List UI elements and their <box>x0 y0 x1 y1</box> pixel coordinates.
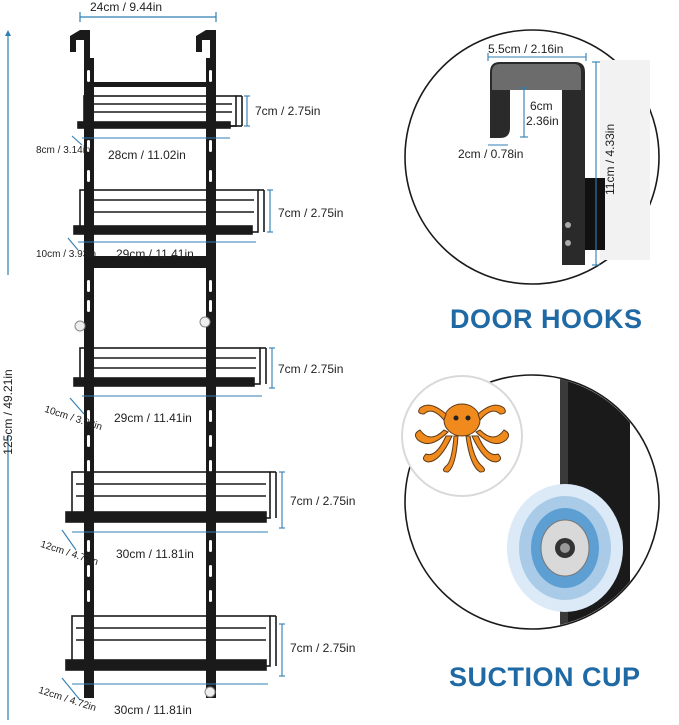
basket-1-width-label: 28cm / 11.02in <box>108 148 186 162</box>
basket-1 <box>77 95 243 129</box>
basket-2 <box>73 189 265 235</box>
total-height-dimension-line <box>5 30 11 720</box>
basket-1-depth-label: 8cm / 3.14in <box>36 145 91 156</box>
hook-total-height-label: 11cm / 4.33in <box>603 123 617 195</box>
top-width-label: 24cm / 9.44in <box>90 0 163 14</box>
suction-cup-caption: SUCTION CUP <box>449 662 641 692</box>
basket-5-width-label: 30cm / 11.81in <box>114 703 192 717</box>
rack-suction-cups <box>74 316 216 698</box>
basket-1-dimension-lines <box>71 95 250 146</box>
basket-5-dimension-lines <box>61 623 285 701</box>
hook-inner-height-in-label: 2.36in <box>526 114 559 128</box>
basket-1-height-label: 7cm / 2.75in <box>255 104 321 118</box>
rack-top-hooks <box>70 30 216 60</box>
basket-2-height-label: 7cm / 2.75in <box>278 206 344 220</box>
door-hooks-caption: DOOR HOOKS <box>450 304 643 334</box>
door-hook-detail-circle <box>404 29 660 285</box>
basket-3-height-label: 7cm / 2.75in <box>278 362 344 376</box>
basket-5-height-label: 7cm / 2.75in <box>290 641 356 655</box>
hook-inner-height-cm-label: 6cm <box>530 99 553 113</box>
hook-gap-label: 2cm / 0.78in <box>458 147 524 161</box>
basket-3-dimension-lines <box>69 347 275 415</box>
basket-5 <box>65 615 277 671</box>
top-width-dimension-line <box>79 12 217 22</box>
total-height-label: 125cm / 49.21in <box>1 369 15 455</box>
basket-3 <box>73 347 267 387</box>
basket-3-width-label: 29cm / 11.41in <box>114 411 192 425</box>
basket-4-dimension-lines <box>61 471 285 551</box>
hook-top-width-label: 5.5cm / 2.16in <box>488 42 564 56</box>
basket-4-height-label: 7cm / 2.75in <box>290 494 356 508</box>
basket-4 <box>65 471 277 523</box>
basket-4-width-label: 30cm / 11.81in <box>116 547 194 561</box>
basket-2-width-label: 29cm / 11.41in <box>116 247 194 261</box>
basket-2-dimension-lines <box>67 189 273 251</box>
basket-2-depth-label: 10cm / 3.93in <box>36 249 97 260</box>
rack-crossbars <box>94 82 206 268</box>
octopus-badge <box>401 375 523 497</box>
